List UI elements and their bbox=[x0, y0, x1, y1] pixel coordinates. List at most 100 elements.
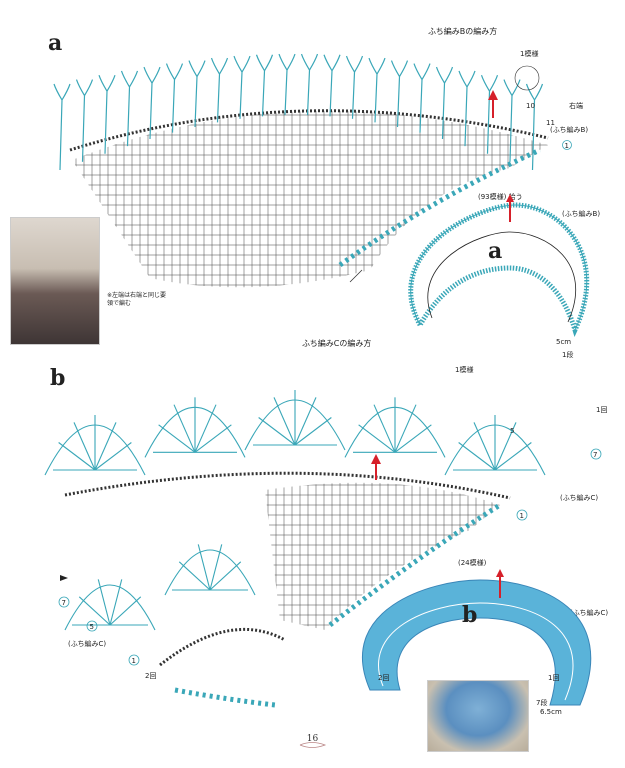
section-a-schematic-edging: (ふち編みB) bbox=[562, 209, 600, 218]
section-a-measure-rows: 1段 bbox=[562, 350, 573, 359]
fringe-strand bbox=[480, 74, 499, 154]
section-b-left-edging-dots bbox=[174, 687, 276, 708]
left-fan-spoke bbox=[209, 544, 223, 591]
section-b-left-edging-label: (ふち編みC) bbox=[68, 639, 106, 648]
left-scallop-fan bbox=[64, 584, 156, 631]
section-b-pattern-label: 1模様 bbox=[455, 365, 473, 374]
fringe-strand bbox=[413, 63, 431, 133]
fringe-strand bbox=[53, 83, 71, 171]
section-a-row-1: 1 bbox=[565, 142, 569, 150]
section-b-scallop-row bbox=[44, 390, 546, 476]
section-b-x-row bbox=[64, 471, 511, 500]
section-b-schematic-arrow-head-icon bbox=[496, 569, 504, 577]
fringe-strand bbox=[143, 66, 161, 140]
fan-spoke bbox=[194, 424, 232, 453]
section-b-left-1: 1 bbox=[132, 657, 136, 665]
section-b-start-marker-icon bbox=[60, 575, 68, 581]
fan-spoke bbox=[73, 422, 96, 471]
fan-spoke bbox=[94, 422, 117, 471]
section-a-pickup-label: (93模様) 拾う bbox=[478, 192, 523, 201]
fringe-strand bbox=[98, 74, 116, 154]
section-b-row-1: 1 bbox=[520, 512, 524, 520]
fan-spoke bbox=[273, 397, 296, 446]
section-b-left-1-circle bbox=[128, 654, 140, 666]
shawl-b-photo bbox=[427, 680, 529, 752]
section-b-arrow-head-icon bbox=[371, 454, 381, 464]
fan-spoke bbox=[173, 404, 196, 453]
section-a-fringe bbox=[53, 53, 544, 171]
fan-spoke bbox=[394, 424, 432, 453]
section-b-round-2-left: 2回 bbox=[145, 672, 156, 680]
fan-spoke bbox=[94, 442, 132, 471]
section-a-schematic-outline bbox=[408, 202, 590, 338]
section-a-row-11: 11 bbox=[546, 119, 555, 127]
fringe-strand bbox=[345, 55, 364, 119]
section-a-title: ふち編みBの編み方 bbox=[428, 26, 497, 36]
section-a-measure: 5cm bbox=[556, 338, 571, 346]
left-fan-spoke bbox=[109, 579, 123, 626]
fringe-strand bbox=[255, 54, 274, 117]
fringe-strand bbox=[390, 60, 409, 128]
section-b-pickup-label: (24模様) bbox=[458, 558, 487, 567]
section-a-x-row bbox=[69, 109, 549, 152]
fringe-strand bbox=[210, 57, 229, 123]
section-a-side-label: 右端 bbox=[569, 101, 583, 110]
left-fan-spoke bbox=[197, 544, 211, 591]
section-a-schematic-arrow-head-icon bbox=[506, 194, 514, 202]
fringe-strand bbox=[188, 60, 206, 128]
shawl-a-photo bbox=[10, 217, 100, 345]
section-b-edging-dots bbox=[328, 502, 502, 627]
section-b-row-7-circle bbox=[590, 448, 602, 460]
section-a-pattern-label: 1模様 bbox=[520, 49, 538, 58]
fringe-strand bbox=[233, 55, 251, 119]
fringe-strand bbox=[525, 83, 544, 171]
section-b-row-7: 7 bbox=[593, 451, 597, 459]
page-ornament bbox=[299, 742, 327, 748]
section-a-note: ※左端は右端と同じ要領で編む bbox=[107, 292, 167, 307]
fringe-strand bbox=[75, 79, 94, 162]
left-fan-spoke bbox=[78, 596, 111, 626]
section-b-schematic-letter: b bbox=[462, 602, 477, 628]
section-a-schematic-edge bbox=[410, 204, 588, 331]
section-a-edging-dots bbox=[338, 147, 542, 268]
left-fan-spoke bbox=[97, 579, 111, 626]
page-number: 16 bbox=[306, 734, 319, 744]
fan-spoke bbox=[158, 424, 196, 453]
section-b-row-1-circle bbox=[516, 509, 528, 521]
fringe-strand bbox=[503, 79, 521, 162]
section-b-measure: 6.5cm bbox=[540, 708, 562, 716]
fan-spoke bbox=[294, 397, 317, 446]
fan-spoke bbox=[458, 442, 496, 471]
section-a-repeat-circle bbox=[514, 65, 540, 91]
fringe-strand bbox=[458, 70, 476, 147]
section-a-arrow-head-icon bbox=[488, 90, 498, 100]
section-b-round-label: 1回 bbox=[596, 406, 607, 414]
section-b-letter: b bbox=[50, 365, 65, 391]
fringe-strand bbox=[435, 66, 454, 140]
fringe-strand bbox=[278, 53, 296, 116]
section-b-schematic-edging: (ふち編みC) bbox=[570, 608, 608, 617]
section-b-title: ふち編みCの編み方 bbox=[302, 338, 371, 348]
section-b-left-7-circle bbox=[58, 596, 70, 608]
fringe-strand bbox=[165, 63, 184, 133]
fan-spoke bbox=[494, 442, 532, 471]
section-a-letter: a bbox=[48, 30, 62, 56]
fan-spoke bbox=[394, 404, 417, 453]
fan-spoke bbox=[294, 417, 332, 446]
section-b-stitch-body bbox=[265, 482, 500, 630]
fan-spoke bbox=[473, 422, 496, 471]
section-b-left-fan bbox=[64, 544, 256, 631]
section-a-row-10: 10 bbox=[526, 102, 535, 110]
section-b-schematic-inner-line bbox=[378, 602, 574, 701]
fringe-strand bbox=[120, 70, 139, 147]
left-fan-spoke bbox=[209, 561, 242, 591]
fan-spoke bbox=[58, 442, 96, 471]
fan-spoke bbox=[373, 404, 396, 453]
section-b-row-5: 5 bbox=[510, 427, 514, 435]
section-b-left-x-row bbox=[159, 627, 286, 667]
section-b-round-1: 1回 bbox=[548, 674, 559, 682]
section-a-schematic-inner bbox=[427, 231, 576, 323]
section-b-round-2: 2回 bbox=[378, 674, 389, 682]
